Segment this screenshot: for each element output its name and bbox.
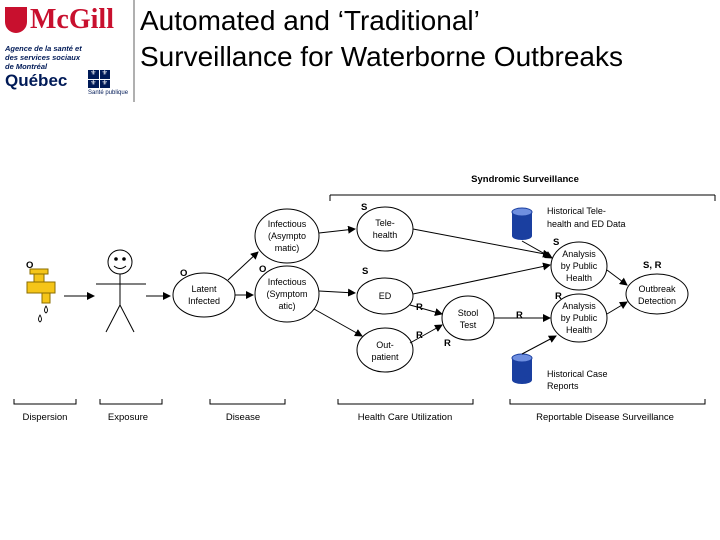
database-case-reports-icon — [511, 353, 533, 384]
hist-case-label-2: Reports — [547, 381, 579, 391]
letter-sr-outbreak: S, R — [643, 260, 662, 271]
node-ed: ED — [356, 277, 414, 315]
node-latent-infected: Latent Infected — [172, 272, 236, 318]
svg-text:Out-: Out- — [376, 340, 394, 350]
label-disease: Disease — [226, 412, 260, 423]
sante-publique-text: Santé publique — [88, 90, 129, 96]
svg-text:by Public: by Public — [561, 261, 598, 271]
svg-text:Outbreak: Outbreak — [638, 284, 676, 294]
letter-s-ed: S — [362, 266, 368, 277]
database-telehealth-icon — [511, 207, 533, 240]
svg-text:(Asympto: (Asympto — [268, 231, 306, 241]
svg-text:by Public: by Public — [561, 313, 598, 323]
svg-text:Health: Health — [566, 325, 592, 335]
svg-text:Infected: Infected — [188, 296, 220, 306]
svg-text:Health: Health — [566, 273, 592, 283]
slide-title: Automated and ‘Traditional’ Surveillance… — [140, 3, 715, 75]
svg-text:ED: ED — [379, 291, 392, 301]
mcgill-logo-text: McGill — [30, 4, 114, 35]
label-health-care-utilization: Health Care Utilization — [358, 412, 453, 423]
node-outpatient: Out- patient — [356, 327, 414, 373]
letter-r-outpatient: R — [416, 330, 423, 341]
node-infectious-symptomatic: Infectious (Symptom atic) — [254, 265, 320, 323]
letter-r-analysis: R — [555, 291, 562, 302]
svg-text:Infectious: Infectious — [268, 219, 307, 229]
node-stool-test: Stool Test — [441, 295, 495, 341]
label-dispersion: Dispersion — [23, 412, 68, 423]
flow-arrows — [64, 225, 628, 355]
svg-text:Tele-: Tele- — [375, 218, 395, 228]
letter-r-stool-out: R — [516, 310, 523, 321]
syndromic-surveillance-label: Syndromic Surveillance — [471, 174, 579, 185]
svg-text:Infectious: Infectious — [268, 277, 307, 287]
hist-telehealth-label-2: health and ED Data — [547, 219, 626, 229]
letter-r-stool: R — [444, 338, 451, 349]
letter-s-analysis: S — [553, 237, 559, 248]
svg-text:matic): matic) — [275, 243, 300, 253]
person-icon — [96, 249, 146, 333]
svg-text:health: health — [373, 230, 398, 240]
letter-o-latent: O — [180, 268, 187, 279]
letter-s-telehealth: S — [361, 202, 367, 213]
node-outbreak-detection: Outbreak Detection — [625, 273, 689, 315]
svg-text:Analysis: Analysis — [562, 301, 596, 311]
node-analysis-telehealth: Analysis by Public Health — [550, 241, 608, 291]
node-telehealth: Tele- health — [356, 206, 414, 252]
label-exposure: Exposure — [108, 412, 148, 423]
svg-text:patient: patient — [371, 352, 399, 362]
logo-panel: McGill Agence de la santé et des service… — [0, 0, 135, 102]
title-line-1: Automated and ‘Traditional’ — [140, 5, 480, 36]
mcgill-shield-icon — [5, 7, 27, 33]
svg-text:Detection: Detection — [638, 296, 676, 306]
svg-text:Latent: Latent — [191, 284, 217, 294]
title-line-2: Surveillance for Waterborne Outbreaks — [140, 41, 623, 72]
svg-text:Analysis: Analysis — [562, 249, 596, 259]
svg-text:Test: Test — [460, 320, 477, 330]
node-analysis-reports: Analysis by Public Health — [550, 293, 608, 343]
svg-text:atic): atic) — [278, 301, 295, 311]
svg-text:Stool: Stool — [458, 308, 479, 318]
faucet-icon — [26, 268, 56, 323]
node-infectious-asymptomatic: Infectious (Asympto matic) — [254, 208, 320, 264]
quebec-logo-text: Québec — [5, 71, 68, 90]
letter-o-faucet: O — [26, 260, 33, 271]
agence-logo-text: Agence de la santé et des services socia… — [5, 44, 82, 71]
hist-case-label-1: Historical Case — [547, 369, 608, 379]
letter-o-infectious: O — [259, 264, 266, 275]
hist-telehealth-label-1: Historical Tele- — [547, 206, 606, 216]
label-reportable-disease-surveillance: Reportable Disease Surveillance — [536, 412, 674, 423]
letter-r-ed: R — [416, 302, 423, 313]
bottom-brackets — [13, 399, 706, 405]
fleur-de-lis-icon: ⚜⚜⚜⚜ — [88, 70, 110, 88]
svg-text:(Symptom: (Symptom — [266, 289, 307, 299]
